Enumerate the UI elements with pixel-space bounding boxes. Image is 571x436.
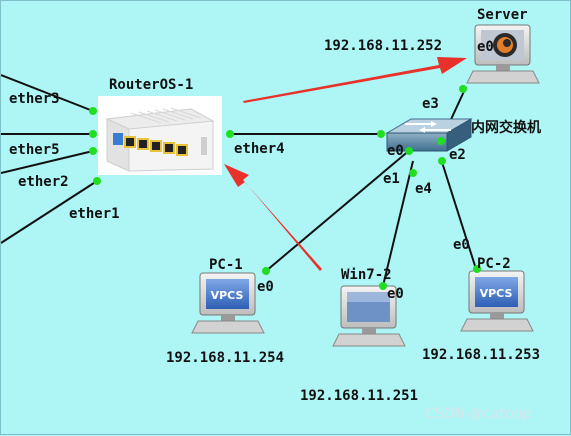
iface-switch-e4-label: e4 [415,181,432,197]
link-ether1[interactable] [1,180,98,244]
pc1-name-label: PC-1 [209,257,243,273]
server-ip-label: 192.168.11.252 [324,38,443,54]
win7-name-label: Win7-2 [341,267,392,283]
iface-ether1-label: ether1 [69,206,120,222]
switch-name-label: 内网交换机 [471,120,541,136]
port-dot-ether4 [226,130,234,138]
iface-switch-e3-label: e3 [422,96,439,112]
iface-pc1-e0-label: e0 [257,279,274,295]
port-dot-switch-e0 [377,130,385,138]
port-dot-switch-e3 [437,137,445,145]
server-computer-icon[interactable] [466,24,540,84]
port-indicators [89,85,481,290]
iface-switch-e2-label: e2 [449,147,466,163]
switch-icon[interactable] [385,118,473,152]
pc2-name-label: PC-2 [477,256,511,272]
iface-ether3-label: ether3 [9,91,60,107]
iface-win7-e0-label: e0 [387,286,404,302]
annotation-arrows [224,57,467,271]
port-dot-ether1 [93,177,101,185]
link-switch-pc2[interactable] [440,158,477,270]
arrow-to-server [243,57,467,103]
pc1-screen-text: VPCS [211,289,244,302]
port-dot-ether2 [89,147,97,155]
router-icon[interactable] [98,96,222,175]
port-dot-pc1-e0 [262,267,270,275]
win7-ip-label: 192.168.11.251 [300,388,419,404]
links [1,74,477,287]
port-dot-server-e0 [459,85,467,93]
pc2-computer-icon[interactable] [460,270,534,332]
iface-pc2-e0-label: e0 [453,237,470,253]
pc2-screen-text: VPCS [480,287,513,300]
iface-switch-e1-label: e1 [383,171,400,187]
csdn-watermark: CSDN @catoop [425,406,532,422]
pc1-computer-icon[interactable] [191,272,265,334]
server-name-label: Server [477,7,528,23]
arrow-to-router [224,164,322,271]
iface-switch-e0-label: e0 [387,143,404,159]
port-dot-ether5 [89,130,97,138]
port-dot-switch-e1 [405,147,413,155]
port-dot-pc2-e0 [473,265,481,273]
iface-ether2-label: ether2 [18,174,69,190]
port-dot-win7-e0 [379,282,387,290]
port-dot-switch-e2 [438,157,446,165]
iface-ether4-label: ether4 [234,141,285,157]
iface-ether5-label: ether5 [9,142,60,158]
link-switch-pc1[interactable] [265,148,412,272]
iface-server-e0-label: e0 [477,39,494,55]
win7-computer-icon[interactable] [332,285,406,347]
pc2-ip-label: 192.168.11.253 [422,347,541,363]
port-dot-ether3 [89,107,97,115]
port-dot-switch-e4 [409,169,417,177]
link-ether2[interactable] [1,150,94,174]
pc1-ip-label: 192.168.11.254 [166,350,285,366]
link-switch-win7[interactable] [382,160,414,287]
link-ether3[interactable] [1,74,94,112]
router-name-label: RouterOS-1 [109,77,194,93]
